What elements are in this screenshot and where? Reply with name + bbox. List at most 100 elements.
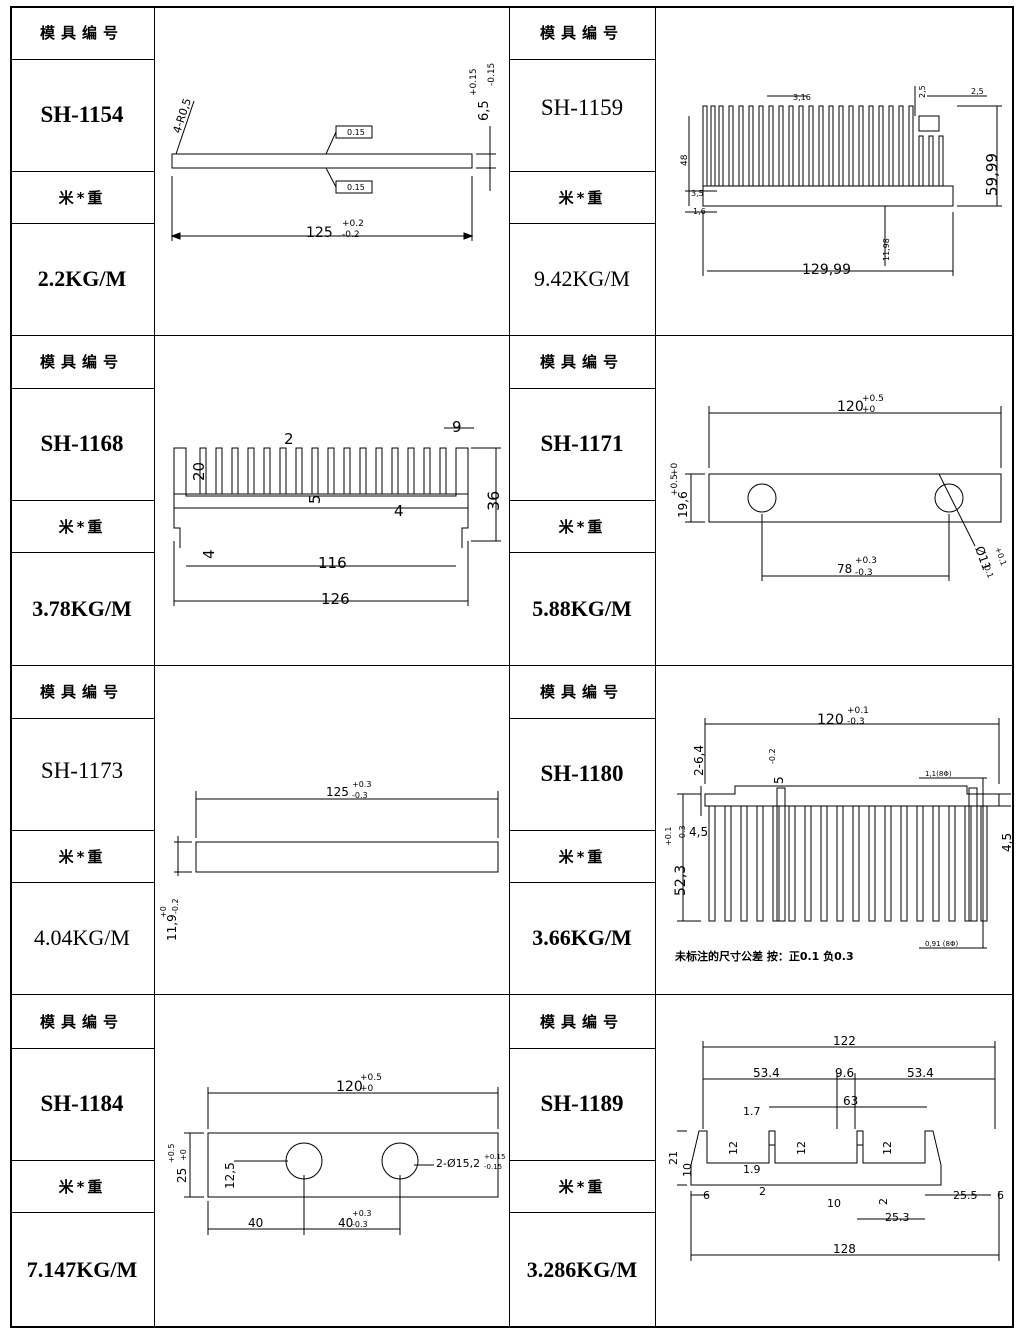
dim-length-tol2: -0.3 xyxy=(352,791,368,800)
mold-no-label: 模具编号 xyxy=(539,24,624,42)
dim-128: 128 xyxy=(833,1242,856,1256)
mold-number: SH-1173 xyxy=(40,758,124,783)
fin xyxy=(740,805,748,922)
dim-height-tol2: +0 xyxy=(179,1149,188,1161)
dim-pitch-tol2: -0.3 xyxy=(855,568,873,578)
dim-thick-tol-up: +0.15 xyxy=(469,68,479,96)
fin xyxy=(772,805,780,922)
dim-255: 25.5 xyxy=(953,1189,978,1202)
table-frame xyxy=(10,6,1014,1328)
fin xyxy=(868,105,874,187)
dim-height: 25 xyxy=(175,1168,189,1183)
dim-35: 3,5 xyxy=(691,189,704,198)
tolerance-note: 未标注的尺寸公差 按：正0.1 负0.3 xyxy=(674,949,854,963)
dim-4b: 4 xyxy=(200,549,218,559)
weight-value: 9.42KG/M xyxy=(534,266,630,291)
weight-label: 米*重 xyxy=(558,517,606,536)
mold-no-label: 模具编号 xyxy=(539,683,624,701)
fin xyxy=(708,805,716,922)
fin xyxy=(918,115,940,132)
weight-label: 米*重 xyxy=(558,1177,606,1196)
dim-091: 0,91 (8Φ) xyxy=(925,940,959,948)
dim-6a: 6 xyxy=(703,1189,710,1202)
dim-pitch-tol: +0.3 xyxy=(855,556,877,566)
dim-h523-tol2: -0.3 xyxy=(678,825,687,841)
spec-sheet: 模具编号 SH-1154 米*重 2.2KG/M 模具编号 SH-1159 米*… xyxy=(10,6,1014,1328)
fin xyxy=(776,787,786,922)
fin xyxy=(798,105,804,187)
flatness-value: 0.15 xyxy=(347,128,365,137)
fin xyxy=(748,105,754,187)
mold-no-label: 模具编号 xyxy=(39,683,124,701)
fin xyxy=(311,447,319,495)
dim-534b: 53.4 xyxy=(907,1066,934,1080)
dim-h48: 48 xyxy=(680,154,690,166)
drawing-sh1173: 125 +0.3 -0.3 11,9 +0 -0.2 xyxy=(159,780,499,941)
dim-hole-tol2: -0.15 xyxy=(484,1163,502,1171)
dim-10: 10 xyxy=(827,1197,841,1210)
dim-hole-tol: +0.1 xyxy=(993,546,1008,567)
dim-thick-tol2: -0.2 xyxy=(171,898,180,914)
grid-line xyxy=(10,994,1014,995)
profile-outline xyxy=(690,1130,942,1186)
fin xyxy=(788,805,796,922)
fin xyxy=(279,447,287,495)
dim-17: 1.7 xyxy=(743,1105,761,1118)
flatness-value: 0.15 xyxy=(347,183,365,192)
fin xyxy=(852,805,860,922)
dim-length-tol: +0.1 xyxy=(847,706,869,716)
weight-label: 米*重 xyxy=(58,188,106,207)
dim-height-tol2: +0 xyxy=(670,462,680,476)
dim-thick: 6,5 xyxy=(477,100,492,121)
dim-length-tol: +0.5 xyxy=(862,394,884,404)
dim-height-tol: +0.5 xyxy=(167,1144,176,1163)
weight-label: 米*重 xyxy=(58,517,106,536)
drawing-sh1180: 120 +0.1 -0.3 2-6,4 5 -0.2 4,5 4,5 52,3 … xyxy=(664,706,1013,963)
weight-value: 5.88KG/M xyxy=(532,595,632,621)
mold-number: SH-1184 xyxy=(40,1091,124,1116)
dim-h523: 52,3 xyxy=(673,865,689,896)
fin xyxy=(900,805,908,922)
fin xyxy=(231,447,239,495)
drawing-sh1184: 120 +0.5 +0 25 +0.5 +0 12,5 40 40 +0.3 -… xyxy=(167,1073,505,1235)
fin xyxy=(423,447,431,495)
fin xyxy=(858,105,864,187)
mold-number: SH-1159 xyxy=(540,95,624,120)
fin xyxy=(788,105,794,187)
dim-hole: 2-Ø15,2 xyxy=(436,1157,480,1170)
dim-126: 126 xyxy=(321,590,350,608)
dim-pitch-tol: +0.3 xyxy=(352,1209,371,1218)
dim-12c: 12 xyxy=(881,1141,894,1155)
dim-5: 5 xyxy=(306,494,324,504)
profile-outline xyxy=(171,153,473,169)
drawing-sh1168: 126 116 36 20 2 9 5 4 4 xyxy=(173,418,503,608)
dim-19: 1.9 xyxy=(743,1163,761,1176)
dim-122: 122 xyxy=(833,1034,856,1048)
fin xyxy=(375,447,383,495)
fin xyxy=(928,135,934,187)
dim-x40: 40 xyxy=(248,1216,263,1230)
profile-outline xyxy=(195,841,499,873)
dim-12b: 12 xyxy=(795,1141,808,1155)
dim-overall: 125 xyxy=(306,225,333,241)
fin xyxy=(908,105,914,187)
mold-no-label: 模具编号 xyxy=(539,353,624,371)
fin xyxy=(968,787,978,922)
profile-outline xyxy=(207,1132,499,1198)
dim-h45b: 4,5 xyxy=(1000,833,1013,852)
dim-radius: 4-R0,5 xyxy=(170,97,194,135)
drawing-sh1159: 129,99 59,99 48 3,16 2,5 2,5 3,5 1,6 11,… xyxy=(680,85,1002,278)
fin xyxy=(884,805,892,922)
dim-20: 20 xyxy=(190,462,208,481)
dim-h5tol: -0.2 xyxy=(768,748,777,764)
profile-outline xyxy=(708,473,1002,523)
weight-label: 米*重 xyxy=(58,847,106,866)
mold-number: SH-1168 xyxy=(40,431,124,456)
fin xyxy=(878,105,884,187)
dim-overall-tol-dn: -0.2 xyxy=(342,230,360,240)
dim-6b: 6 xyxy=(997,1189,1004,1202)
dim-thick-tol: +0 xyxy=(159,906,168,918)
grid-line xyxy=(10,335,1014,336)
dim-length-tol2: +0 xyxy=(862,405,876,415)
dim-h5: 5 xyxy=(772,776,786,784)
